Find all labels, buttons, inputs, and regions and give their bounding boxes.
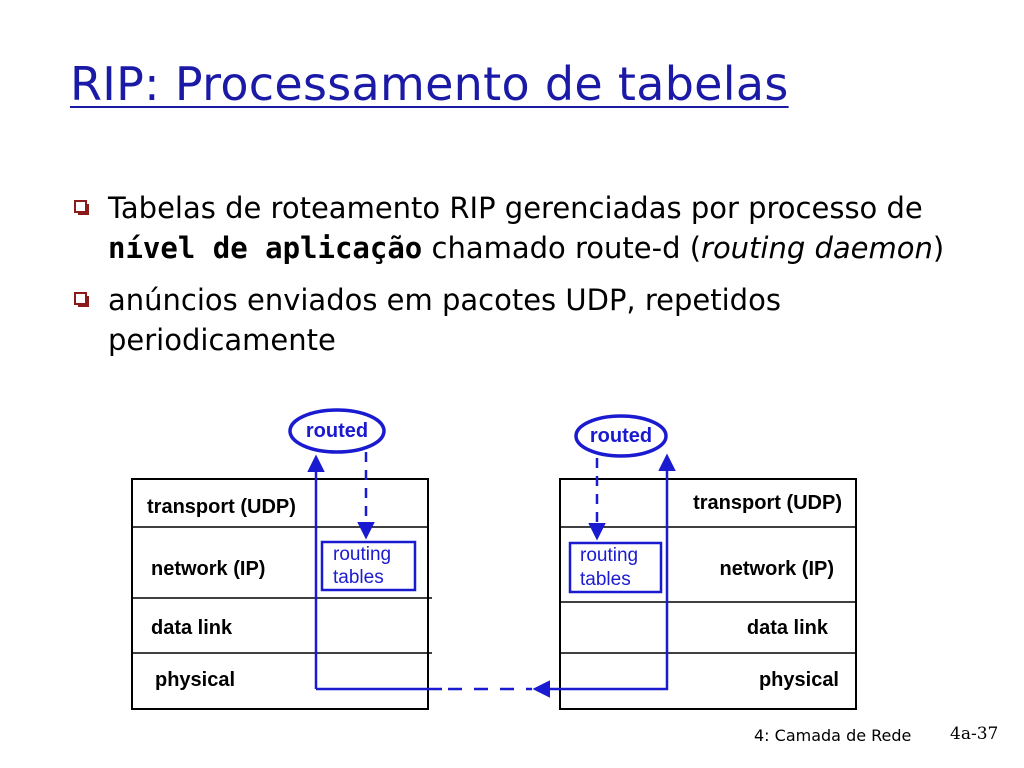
bullet-text: ): [932, 231, 945, 265]
bullet-item-2: anúncios enviados em pacotes UDP, repeti…: [70, 280, 970, 360]
slide-title: RIP: Processamento de tabelas: [70, 57, 789, 111]
right-host: transport (UDP) network (IP) data link p…: [532, 414, 857, 710]
right-physical-label: physical: [759, 669, 839, 691]
footer-page-number: 4a-37: [950, 724, 999, 744]
left-datalink-label: data link: [151, 617, 233, 639]
left-routing-tables-line2: tables: [333, 567, 384, 588]
right-routing-tables-line1: routing: [580, 545, 638, 566]
right-routed-label: routed: [590, 425, 652, 447]
left-routed-ellipse: [288, 408, 386, 454]
bullet-text: anúncios enviados em pacotes UDP, repeti…: [108, 283, 781, 357]
bullet-italic-text: routing daemon: [701, 231, 933, 265]
bullet-text: chamado route-d (: [422, 231, 702, 265]
left-physical-label: physical: [155, 669, 235, 691]
left-host: transport (UDP) network (IP) data link p…: [131, 408, 432, 710]
footer-section: 4: Camada de Rede: [754, 726, 912, 745]
right-transport-label: transport (UDP): [693, 492, 842, 514]
left-routing-tables-box: [320, 540, 417, 592]
checkbox-bullet-icon: [74, 292, 87, 305]
left-routing-tables-line1: routing: [333, 544, 391, 565]
left-network-label: network (IP): [151, 558, 265, 580]
left-protocol-stack: [131, 478, 429, 710]
bullet-text: Tabelas de roteamento RIP gerenciadas po…: [108, 191, 923, 225]
right-datalink-label: data link: [747, 617, 829, 639]
left-routed-label: routed: [306, 420, 368, 442]
bullet-list: Tabelas de roteamento RIP gerenciadas po…: [70, 188, 970, 372]
checkbox-bullet-icon: [74, 200, 87, 213]
right-network-label: network (IP): [720, 558, 834, 580]
bullet-item-1: Tabelas de roteamento RIP gerenciadas po…: [70, 188, 970, 268]
bullet-bold-text: nível de aplicação: [108, 231, 423, 265]
right-daemon-to-physical-path: [532, 453, 676, 698]
right-routing-tables-line2: tables: [580, 569, 631, 590]
left-transport-label: transport (UDP): [147, 496, 296, 518]
